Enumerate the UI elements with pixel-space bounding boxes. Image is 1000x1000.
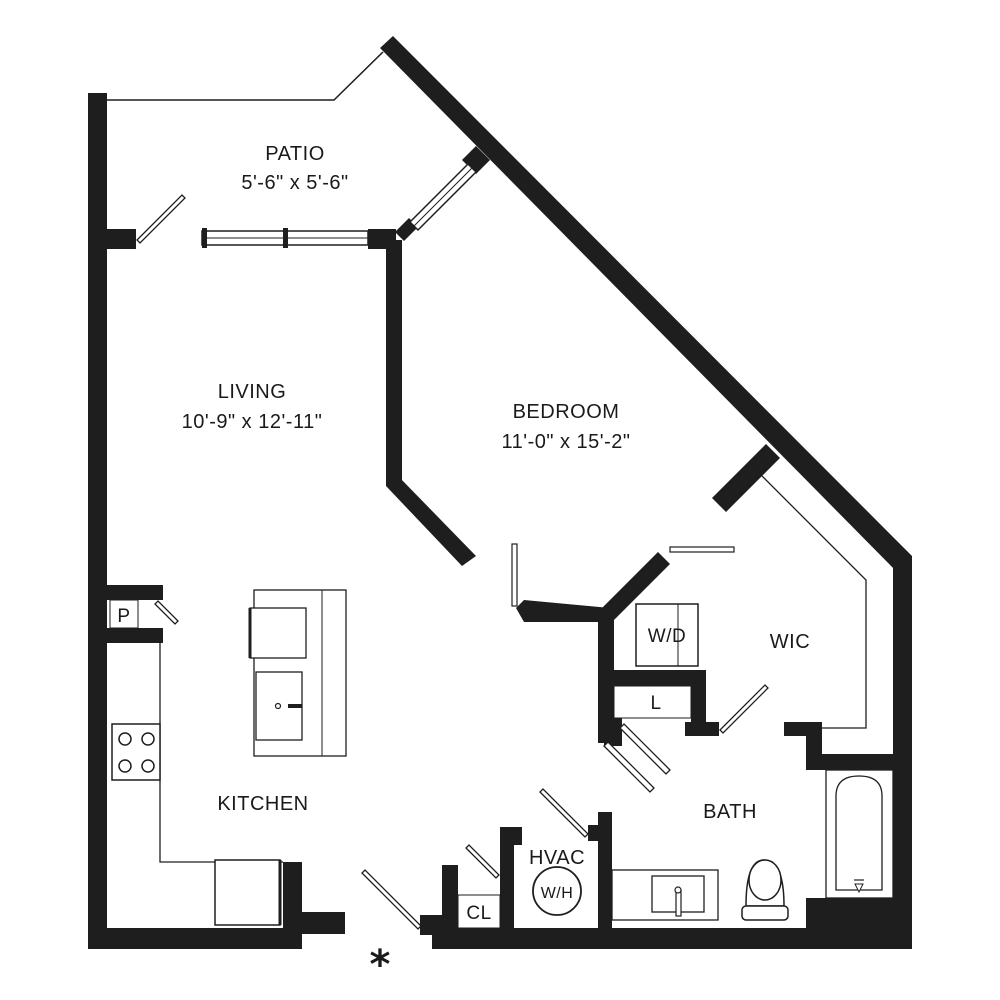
bathtub-icon (825, 769, 894, 899)
hvac-label: HVAC (529, 847, 585, 869)
bath-door[interactable] (539, 788, 589, 838)
bedroom-door[interactable] (511, 543, 518, 607)
kitchen-fixtures (111, 589, 347, 926)
doors (154, 475, 867, 930)
closet-box (457, 894, 501, 929)
vanity-icon (611, 869, 719, 921)
kitchen-island (248, 589, 347, 757)
water-heater-label: W/H (541, 885, 574, 902)
washer-dryer-label: W/D (648, 626, 686, 647)
dishwasher-icon (249, 607, 307, 659)
entry-marker: * (370, 942, 391, 988)
washer-dryer-icon (635, 603, 699, 667)
patio-railing (107, 51, 384, 101)
patio-dims: 5'-6" x 5'-6" (241, 172, 348, 194)
entry-door[interactable] (361, 869, 422, 930)
linen-door[interactable] (719, 684, 769, 734)
bath-label: BATH (703, 801, 757, 823)
patio-door[interactable] (136, 194, 186, 244)
living-dims: 10'-9" x 12'-11" (182, 411, 323, 433)
bath-fixtures (109, 599, 894, 929)
linen-shelf (613, 685, 692, 719)
patio-label: PATIO (265, 143, 325, 165)
hvac-door[interactable] (465, 844, 500, 879)
bath-pocket-door[interactable] (603, 723, 671, 793)
linen-label: L (650, 693, 661, 714)
closet-label: CL (466, 903, 491, 924)
toilet-icon (741, 859, 789, 921)
pantry-door[interactable] (154, 600, 179, 625)
bedroom-window (408, 162, 478, 232)
pantry-box (109, 599, 139, 629)
wic-label: WIC (770, 631, 810, 653)
kitchen-label: KITCHEN (217, 793, 308, 815)
interior-walls (105, 444, 912, 935)
bedroom-dims: 11'-0" x 15'-2" (501, 431, 630, 453)
refrigerator-icon (214, 859, 282, 926)
exterior-walls (88, 36, 912, 949)
wic-shelf (761, 475, 867, 729)
wic-door[interactable] (669, 546, 735, 553)
pantry-label: P (117, 606, 130, 627)
room-labels: PATIO 5'-6" x 5'-6" LIVING 10'-9" x 12'-… (117, 143, 810, 988)
water-heater-icon (532, 866, 582, 916)
patio-sliding-door[interactable] (201, 228, 369, 248)
living-label: LIVING (218, 381, 287, 403)
stove-icon (111, 723, 161, 781)
bedroom-label: BEDROOM (513, 401, 620, 423)
